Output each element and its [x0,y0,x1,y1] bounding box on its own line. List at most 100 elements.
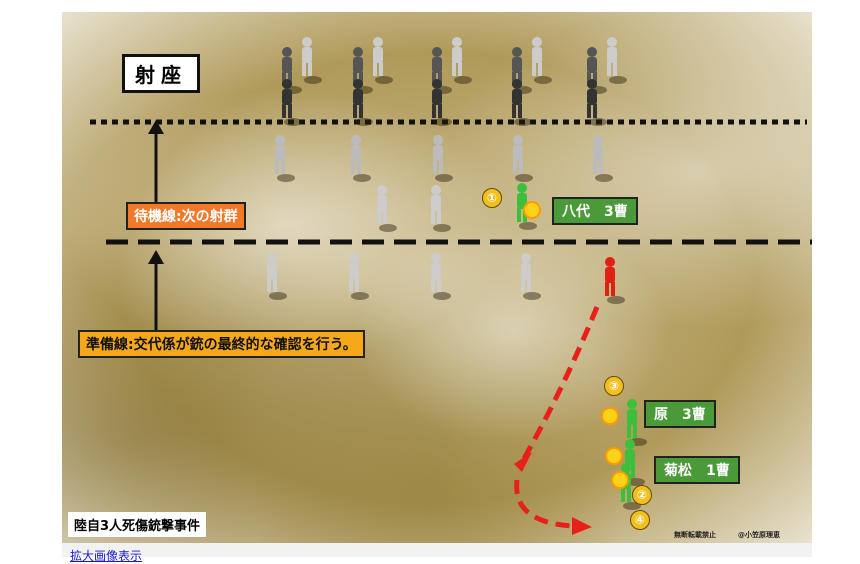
gunshot-flash-icon [523,201,541,219]
shadow [353,174,371,182]
soldier-head [275,135,285,145]
soldier-head [512,79,522,89]
shadow [623,502,641,510]
soldier-leg [593,160,597,174]
shadow [304,76,322,84]
shadow [515,174,533,182]
credit-notice: 無断転載禁止 [674,531,716,539]
soldier-leg [349,278,353,292]
soldier-body [431,195,441,211]
soldier-leg [519,160,523,174]
soldier-body [587,89,597,105]
soldier-body [521,263,531,279]
shadow [514,118,532,126]
soldier-body [302,47,312,63]
victim-kikumatsu-leg [631,464,635,478]
soldier-leg [518,104,522,118]
range-label: 射座 [122,54,200,93]
movement-path [514,479,573,529]
soldier-leg [273,278,277,292]
soldier-head [431,185,441,195]
soldier-head [452,37,462,47]
soldier-leg [452,62,456,76]
shadow [434,118,452,126]
shooter-leg [605,282,609,296]
arrow-up-icon [148,120,164,134]
soldier-leg [458,62,462,76]
shooter-body [605,267,615,283]
soldier-body [512,89,522,105]
shadow [277,174,295,182]
soldier-leg [532,62,536,76]
soldier-leg [377,210,381,224]
soldier-leg [431,278,435,292]
soldier-leg [438,104,442,118]
shadow [375,76,393,84]
victim-label-hara: 原 3曹 [644,400,716,428]
shadow [595,174,613,182]
soldier-body [373,47,383,63]
enlarge-image-link[interactable]: 拡大画像表示 [70,549,143,563]
preparation-line-label: 準備線:交代係が銃の最終的な確認を行う。 [78,330,365,358]
soldier-body [275,145,285,161]
soldier-body [432,89,442,105]
shadow [433,224,451,232]
soldier-leg [512,104,516,118]
soldier-leg [355,278,359,292]
shadow [351,292,369,300]
movement-path [519,306,600,464]
credit-author: @小笠原理恵 [738,531,780,539]
soldier-leg [437,210,441,224]
soldier-head [267,253,277,263]
soldier-body [433,145,443,161]
soldier-body [607,47,617,63]
soldier-leg [432,104,436,118]
victim-yashiro-body [517,193,527,209]
soldier-leg [288,104,292,118]
arrow-up-icon [148,250,164,264]
soldier-body [432,57,442,73]
soldier-leg [357,160,361,174]
soldier-leg [351,160,355,174]
shadow [433,292,451,300]
soldier-head [532,37,542,47]
shooter-leg [611,282,615,296]
shadow [269,292,287,300]
soldier-leg [359,72,363,86]
arrow-head-icon [514,452,532,472]
victim-number-4: ④ [630,510,650,530]
soldier-leg [379,62,383,76]
soldier-body [593,145,603,161]
soldier-head [432,47,442,57]
shadow [379,224,397,232]
soldier-leg [587,104,591,118]
victim-label-kikumatsu: 菊松 1曹 [654,456,740,484]
victim-yashiro-head [517,183,527,193]
soldier-leg [613,62,617,76]
soldier-body [282,89,292,105]
soldier-leg [518,72,522,86]
soldier-body [513,145,523,161]
soldier-head [373,37,383,47]
soldier-leg [437,278,441,292]
shadow [355,118,373,126]
victim-hara-body [627,409,637,425]
soldier-body [353,57,363,73]
soldier-leg [353,72,357,86]
soldier-leg [433,160,437,174]
soldier-leg [512,72,516,86]
soldier-body [267,263,277,279]
soldier-leg [527,278,531,292]
victim-4-leg [621,488,625,502]
soldier-leg [432,72,436,86]
soldier-leg [275,160,279,174]
victim-4-head [621,463,631,473]
victim-kikumatsu-body [625,449,635,465]
shadow [454,76,472,84]
gunshot-flash-icon [601,407,619,425]
soldier-leg [438,72,442,86]
shadow [284,118,302,126]
soldier-leg [267,278,271,292]
soldier-leg [288,72,292,86]
soldier-body [377,195,387,211]
